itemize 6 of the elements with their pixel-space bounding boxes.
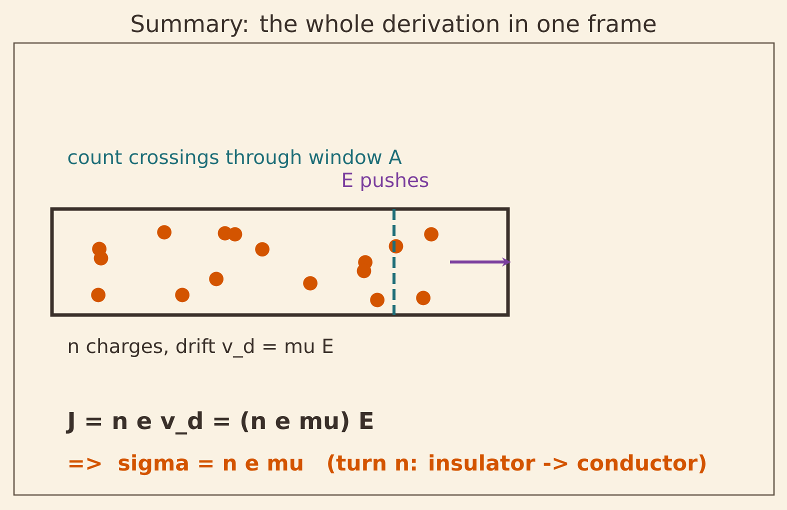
current-equation: J = n e v_d = (n e mu) E xyxy=(66,411,373,434)
window-label: count crossings through window A xyxy=(68,149,402,168)
title: Summary: the whole derivation in one frame xyxy=(132,14,656,37)
conductivity-equation: => sigma = n e mu (turn n: insulator -> conductor) xyxy=(69,454,706,476)
charge-label: n charges, drift v_d = mu E xyxy=(68,338,333,358)
field-label: E pushes xyxy=(343,172,428,192)
